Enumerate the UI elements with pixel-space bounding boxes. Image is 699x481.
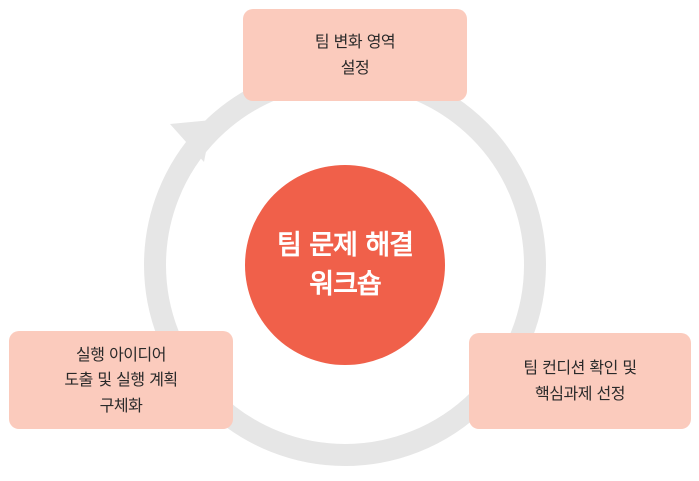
step-label-line: 설정: [340, 58, 370, 77]
center-topic-line-1: 팀 문제 해결: [277, 229, 414, 261]
center-topic: 팀 문제 해결 워크숍: [245, 165, 445, 365]
step-label-line: 구체화: [99, 395, 143, 415]
step-label-line: 핵심과제 선정: [535, 384, 625, 403]
step-label-line: 실행 아이디어: [76, 344, 166, 364]
cycle-arrowhead: [170, 120, 212, 162]
step-label-line: 팀 변화 영역: [314, 32, 396, 52]
step-label-line: 팀 컨디션 확인 및: [523, 358, 637, 378]
step-team-condition-check: 팀 컨디션 확인 및 핵심과제 선정: [469, 333, 691, 429]
step-label-line: 도출 및 실행 계획: [64, 370, 178, 390]
step-action-idea-planning: 실행 아이디어 도출 및 실행 계획 구체화: [9, 331, 233, 429]
step-team-change-area: 팀 변화 영역 설정: [243, 9, 467, 101]
center-topic-line-2: 워크숍: [309, 269, 382, 300]
